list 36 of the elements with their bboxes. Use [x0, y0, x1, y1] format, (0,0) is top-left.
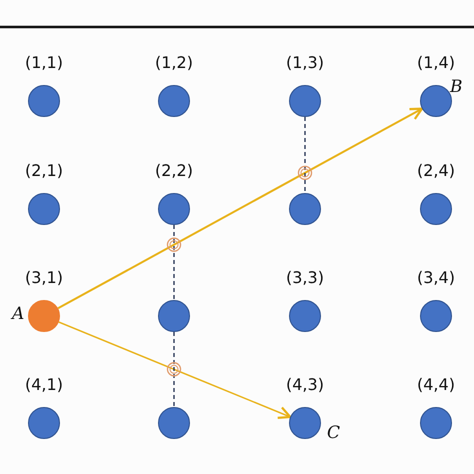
- point-label: B: [450, 79, 462, 96]
- coordinate-label: (2,4): [417, 163, 455, 179]
- lattice-point-circle: [28, 85, 60, 117]
- lattice-point-circle: [420, 300, 452, 332]
- lattice-point-circle: [28, 300, 60, 332]
- coordinate-label: (2,1): [25, 163, 63, 179]
- dashed-line: [304, 117, 306, 193]
- lattice-point-circle: [420, 193, 452, 225]
- lattice-point-circle: [158, 407, 190, 439]
- coordinate-label: (1,1): [25, 55, 63, 71]
- coordinate-label: (2,2): [155, 163, 193, 179]
- lattice-point-circle: [420, 407, 452, 439]
- lattice-point-circle: [158, 300, 190, 332]
- coordinate-label: (1,3): [286, 55, 324, 71]
- lattice-point-circle: [158, 193, 190, 225]
- point-label: A: [12, 306, 24, 323]
- lattice-point-circle: [28, 407, 60, 439]
- dashed-line: [173, 225, 175, 300]
- arrow: [58, 108, 424, 310]
- coordinate-label: (3,4): [417, 270, 455, 286]
- lattice-point-circle: [289, 85, 321, 117]
- coordinate-label: (4,1): [25, 377, 63, 393]
- lattice-point-circle: [289, 193, 321, 225]
- dashed-line: [173, 332, 175, 407]
- lattice-point-circle: [28, 193, 60, 225]
- coordinate-label: (3,3): [286, 270, 324, 286]
- lattice-point-circle: [289, 300, 321, 332]
- coordinate-label: (3,1): [25, 270, 63, 286]
- coordinate-label: (1,2): [155, 55, 193, 71]
- coordinate-label: (4,4): [417, 377, 455, 393]
- lattice-point-circle: [289, 407, 321, 439]
- lattice-point-circle: [158, 85, 190, 117]
- coordinate-label: (1,4): [417, 55, 455, 71]
- point-label: C: [327, 425, 340, 442]
- arrow: [58, 321, 292, 419]
- coordinate-label: (4,3): [286, 377, 324, 393]
